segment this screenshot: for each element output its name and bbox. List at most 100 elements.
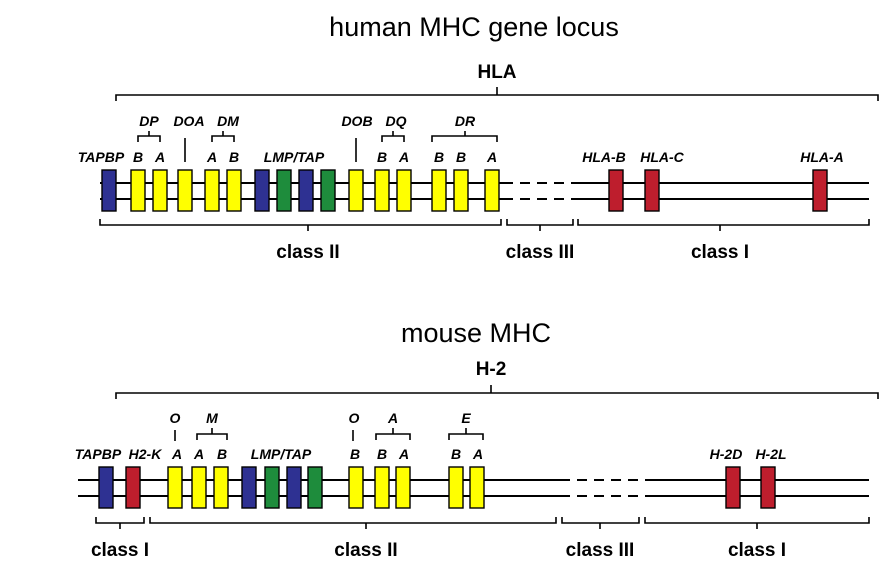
human-gene-boxes <box>101 169 828 212</box>
mouse-section: mouse MHC H-2 <box>75 318 879 561</box>
hla-bracket <box>115 87 879 101</box>
gene-box-dr-a <box>484 169 500 212</box>
human-class3-bracket <box>506 219 574 231</box>
gene-box-tapbp <box>101 169 117 212</box>
gene-box-tap2 <box>320 169 336 212</box>
e-bracket <box>448 428 484 440</box>
m-bracket <box>196 428 228 440</box>
mouse-class2-bracket <box>149 517 557 529</box>
human-class1-bracket <box>577 219 870 231</box>
gene-box-lmp2 <box>298 169 314 212</box>
gene-box-o-b <box>348 466 364 509</box>
label-o-left: O <box>170 410 181 426</box>
label-a: A <box>387 410 398 426</box>
label-dq: DQ <box>386 113 407 129</box>
gene-box-e-b <box>448 466 464 509</box>
mouse-gene-boxes <box>98 466 776 509</box>
label-hla-c: HLA-C <box>640 149 684 165</box>
mouse-class1-left-bracket <box>95 517 145 529</box>
gene-box-e-a <box>469 466 485 509</box>
label-h2d: H-2D <box>710 446 743 462</box>
label-e-b: B <box>451 446 461 462</box>
h2-bracket <box>115 385 879 399</box>
label-doa: DOA <box>173 113 204 129</box>
gene-box-lmp1 <box>241 466 257 509</box>
gene-box-tap2 <box>307 466 323 509</box>
gene-box-h2l <box>760 466 776 509</box>
mouse-class1-right-label: class I <box>728 540 786 561</box>
label-dm-a: A <box>206 149 217 165</box>
label-a-a: A <box>398 446 409 462</box>
label-dr-b1: B <box>434 149 444 165</box>
label-h2k: H2-K <box>129 446 163 462</box>
human-section: human MHC gene locus HLA <box>78 12 879 263</box>
label-m-a: A <box>193 446 204 462</box>
label-hla-a: HLA-A <box>800 149 844 165</box>
label-e: E <box>461 410 471 426</box>
gene-box-dp-b <box>130 169 146 212</box>
gene-box-a-a <box>395 466 411 509</box>
gene-box-dr-b2 <box>453 169 469 212</box>
label-o-b: B <box>350 446 360 462</box>
gene-box-a-b <box>374 466 390 509</box>
label-e-a: A <box>472 446 483 462</box>
human-class2-bracket <box>99 219 502 231</box>
label-tapbp: TAPBP <box>78 149 125 165</box>
mouse-class3-label: class III <box>566 540 635 561</box>
gene-box-h2d <box>725 466 741 509</box>
dr-bracket <box>431 131 498 142</box>
label-o-a: A <box>171 446 182 462</box>
label-a-b: B <box>377 446 387 462</box>
gene-box-tap1 <box>276 169 292 212</box>
label-tapbp: TAPBP <box>75 446 122 462</box>
gene-box-tap1 <box>264 466 280 509</box>
gene-box-hla-a <box>812 169 828 212</box>
dm-bracket <box>211 131 235 142</box>
label-lmp-tap: LMP/TAP <box>264 149 325 165</box>
human-class2-label: class II <box>276 242 339 263</box>
gene-box-lmp2 <box>286 466 302 509</box>
label-dm-b: B <box>229 149 239 165</box>
gene-box-o-a <box>167 466 183 509</box>
gene-box-h2k <box>125 466 141 509</box>
gene-box-m-a <box>191 466 207 509</box>
dp-bracket <box>137 131 161 142</box>
gene-box-lmp1 <box>254 169 270 212</box>
gene-box-dq-b <box>374 169 390 212</box>
mouse-locus-label: H-2 <box>476 359 507 380</box>
gene-box-hla-c <box>644 169 660 212</box>
gene-box-doa <box>177 169 193 212</box>
label-m: M <box>206 410 218 426</box>
gene-box-dob <box>348 169 364 212</box>
dq-bracket <box>381 131 405 142</box>
label-dr-a: A <box>486 149 497 165</box>
human-title: human MHC gene locus <box>329 12 619 42</box>
mouse-title: mouse MHC <box>401 318 551 348</box>
gene-box-dm-b <box>226 169 242 212</box>
label-dob: DOB <box>341 113 372 129</box>
mouse-class3-bracket <box>561 517 640 529</box>
gene-box-m-b <box>213 466 229 509</box>
human-locus-label: HLA <box>477 62 516 83</box>
label-h2l: H-2L <box>755 446 786 462</box>
label-dm: DM <box>217 113 239 129</box>
gene-box-dm-a <box>204 169 220 212</box>
mouse-class2-label: class II <box>334 540 397 561</box>
label-m-b: B <box>217 446 227 462</box>
label-lmp-tap: LMP/TAP <box>251 446 312 462</box>
human-class1-label: class I <box>691 242 749 263</box>
gene-box-dr-b1 <box>431 169 447 212</box>
label-dr-b2: B <box>456 149 466 165</box>
label-dr: DR <box>455 113 476 129</box>
label-dq-a: A <box>398 149 409 165</box>
a-bracket <box>375 428 411 440</box>
gene-box-dq-a <box>396 169 412 212</box>
label-hla-b: HLA-B <box>582 149 626 165</box>
label-o-right: O <box>349 410 360 426</box>
gene-box-dp-a <box>152 169 168 212</box>
gene-box-hla-b <box>608 169 624 212</box>
mouse-class1-left-label: class I <box>91 540 149 561</box>
label-dp-b: B <box>133 149 143 165</box>
label-dq-b: B <box>377 149 387 165</box>
